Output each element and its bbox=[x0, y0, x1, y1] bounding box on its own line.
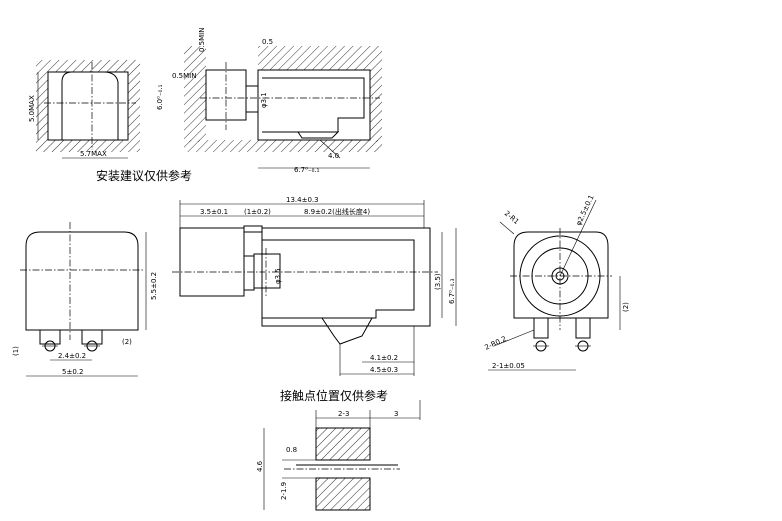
contact-b-label: 2-1.9 bbox=[280, 482, 288, 500]
side-d1-label: 4.1±0.2 bbox=[370, 354, 398, 362]
front-pin1-label: (1) bbox=[12, 346, 20, 356]
install-b-label: 0.5MIN bbox=[172, 72, 196, 80]
front-pin2-label: (2) bbox=[122, 338, 132, 346]
end-view: φ2.5±0.1 2-R1 (2) 2-R0.2 2-1±0.05 bbox=[483, 194, 630, 371]
end-r2-label: 2-R0.2 bbox=[483, 335, 507, 352]
contact-h-label: 4.6 bbox=[256, 460, 264, 472]
end-bore-label: φ2.5±0.1 bbox=[575, 194, 596, 227]
install-section-view: 4.0 0.5MIN 0.5MIN 0.5 φ3.1 6.0⁰₋₀.₁ 6.7⁰… bbox=[156, 28, 382, 174]
contact-position-view: 2-3 3 4.6 0.8 2-1.9 bbox=[256, 400, 421, 511]
side-h1-label: (3.5) bbox=[434, 273, 442, 290]
install-e-label: 6.0⁰₋₀.₁ bbox=[156, 84, 164, 110]
contact-w2-label: 3 bbox=[394, 410, 398, 418]
install-a-label: 0.5MIN bbox=[198, 28, 206, 52]
contact-a-label: 0.8 bbox=[286, 446, 297, 454]
install-height-label: 5.0MAX bbox=[28, 95, 36, 122]
side-mid-label: (1±0.2) bbox=[244, 208, 271, 216]
contact-caption: 接触点位置仅供参考 bbox=[280, 388, 388, 403]
install-hole-view: 5.0MAX 5.7MAX bbox=[28, 60, 140, 159]
side-overall-label: 13.4±0.3 bbox=[286, 196, 319, 204]
front-width-label: 5±0.2 bbox=[62, 368, 83, 376]
install-c-label: 0.5 bbox=[262, 38, 273, 46]
install-caption: 安装建议仅供参考 bbox=[96, 168, 192, 183]
install-f-label: 6.7⁰₋₀.₁ bbox=[294, 166, 320, 174]
end-pins-label: 2-1±0.05 bbox=[492, 362, 525, 370]
end-r-label: 2-R1 bbox=[503, 209, 521, 226]
side-left-label: 3.5±0.1 bbox=[200, 208, 228, 216]
front-view: 5.5±0.2 2.4±0.2 5±0.2 (1) (2) bbox=[12, 222, 158, 377]
contact-w1-label: 2-3 bbox=[338, 410, 349, 418]
install-width-label: 5.7MAX bbox=[80, 150, 107, 158]
front-height-label: 5.5±0.2 bbox=[150, 272, 158, 300]
side-d2-label: 4.5±0.3 bbox=[370, 366, 398, 374]
side-h2-label: 6.7⁰₋₀.₃ bbox=[448, 278, 456, 304]
front-pitch-label: 2.4±0.2 bbox=[58, 352, 86, 360]
side-view: 13.4±0.3 3.5±0.1 (1±0.2) 8.9±0.2(出线长度4) … bbox=[172, 196, 457, 376]
install-d-label: φ3.1 bbox=[260, 92, 268, 108]
install-g-label: 4.0 bbox=[328, 152, 339, 160]
side-dia-label: φ3.5 bbox=[274, 268, 282, 284]
end-side-label: (2) bbox=[622, 302, 630, 312]
side-right-label: 8.9±0.2(出线长度4) bbox=[304, 207, 370, 216]
